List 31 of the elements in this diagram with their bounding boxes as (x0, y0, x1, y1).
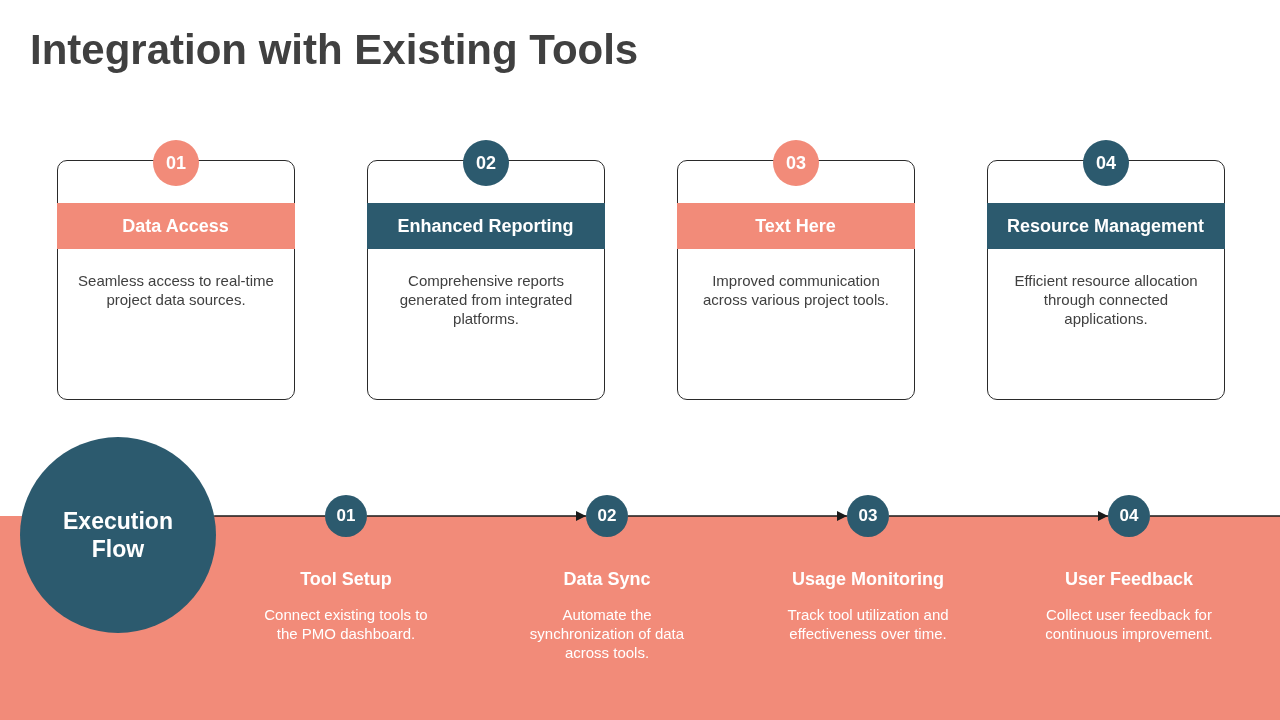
step-title: Usage Monitoring (792, 568, 944, 590)
step-title: Data Sync (563, 568, 651, 590)
step-description: Collect user feedback for continuous improvement. (1044, 605, 1214, 643)
number-circle: 01 (153, 140, 199, 186)
step-number-circle: 01 (325, 495, 367, 537)
connector-line (1149, 515, 1280, 517)
connector-line (213, 515, 326, 517)
step-description: Automate the synchronization of data across tools. (528, 605, 686, 662)
step-description: Track tool utilization and effectiveness over time. (786, 605, 950, 643)
slide-title: Integration with Existing Tools (30, 25, 639, 75)
step-title: User Feedback (1064, 568, 1194, 590)
arrow (888, 511, 1109, 521)
card-heading-bar: Resource Management (986, 202, 1225, 249)
card-description: Improved communication across various project tools. (702, 271, 890, 309)
number-circle: 03 (773, 140, 819, 186)
step-number-circle: 02 (586, 495, 628, 537)
arrow (366, 511, 587, 521)
step-number-circle: 04 (1108, 495, 1150, 537)
card-description: Comprehensive reports generated from integrated platforms. (398, 271, 574, 328)
step-title: Tool Setup (300, 568, 392, 590)
number-circle: 04 (1083, 140, 1129, 186)
card-heading-bar: Enhanced Reporting (366, 202, 605, 249)
card-description: Seamless access to real-time project data sources. (77, 271, 275, 309)
number-circle: 02 (463, 140, 509, 186)
flow-title-circle: Execution Flow (20, 437, 216, 633)
card-heading-bar: Data Access (56, 202, 295, 249)
card-heading-bar: Text Here (676, 202, 915, 249)
step-number-circle: 03 (847, 495, 889, 537)
step-description: Connect existing tools to the PMO dashboard. (263, 605, 429, 643)
arrow (627, 511, 848, 521)
card-description: Efficient resource allocation through connected applications. (1013, 271, 1199, 328)
